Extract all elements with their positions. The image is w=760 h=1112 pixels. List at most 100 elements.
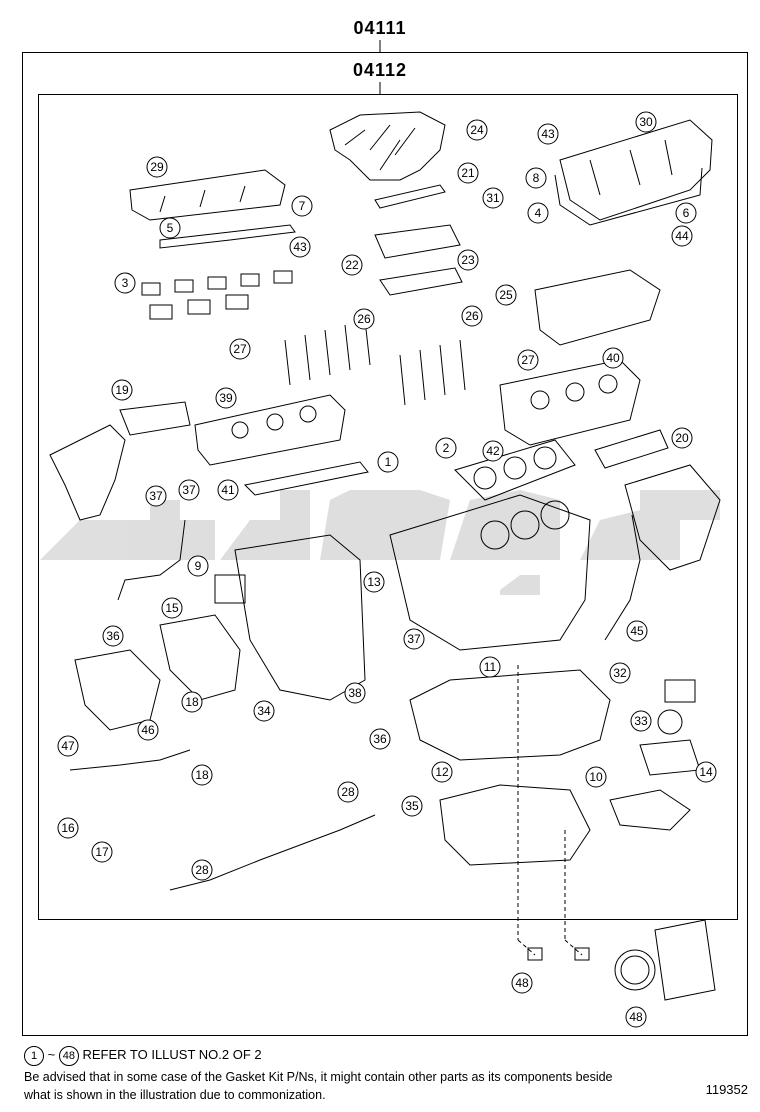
water-hose-45 (69, 749, 191, 771)
camshaft-caps (141, 270, 293, 320)
callout-29: 29 (146, 156, 168, 178)
callout-circle (495, 284, 517, 306)
callout-circle (511, 972, 533, 994)
callout-43: 43 (537, 123, 559, 145)
callout-24: 24 (466, 119, 488, 141)
callout-circle (229, 338, 251, 360)
callout-number: 37 (182, 483, 196, 497)
callout-45: 45 (626, 620, 648, 642)
callout-circle (369, 728, 391, 750)
head-gasket-2 (454, 439, 576, 501)
callout-circle (91, 841, 113, 863)
callout-number: 8 (533, 171, 540, 185)
callout-number: 38 (348, 686, 362, 700)
callout-22: 22 (341, 254, 363, 276)
callout-27: 27 (229, 338, 251, 360)
callout-circle (537, 123, 559, 145)
callout-circle (111, 379, 133, 401)
callout-43: 43 (289, 236, 311, 258)
callout-number: 28 (341, 785, 355, 799)
callout-number: 48 (629, 1010, 643, 1024)
callout-38: 38 (344, 682, 366, 704)
callout-11: 11 (479, 656, 501, 678)
callout-number: 37 (407, 632, 421, 646)
callout-15: 15 (161, 597, 183, 619)
callout-number: 13 (367, 575, 381, 589)
callout-number: 7 (299, 199, 306, 213)
callout-number: 1 (385, 455, 392, 469)
callout-number: 21 (461, 166, 475, 180)
intake-gasket-21 (374, 184, 446, 209)
callout-30: 30 (635, 111, 657, 133)
callout-10: 10 (585, 766, 607, 788)
inner-kit-part-number: 04112 (352, 60, 408, 80)
callout-circle (401, 795, 423, 817)
callout-18: 18 (181, 691, 203, 713)
callout-number: 30 (639, 115, 653, 129)
callout-number: 23 (461, 253, 475, 267)
exhaust-manifold-left (49, 401, 191, 521)
callout-36: 36 (369, 728, 391, 750)
callout-39: 39 (215, 387, 237, 409)
callout-number: 48 (515, 976, 529, 990)
callout-number: 27 (521, 353, 535, 367)
callout-number: 40 (606, 351, 620, 365)
callout-16: 16 (57, 817, 79, 839)
callout-circle (215, 387, 237, 409)
callout-number: 3 (122, 276, 129, 290)
callout-20: 20 (671, 427, 693, 449)
callout-47: 47 (57, 735, 79, 757)
callout-32: 32 (609, 662, 631, 684)
callout-31: 31 (482, 187, 504, 209)
callout-number: 26 (465, 309, 479, 323)
callout-circle (102, 625, 124, 647)
callout-circle (466, 119, 488, 141)
callout-number: 31 (486, 191, 500, 205)
callout-circle (217, 479, 239, 501)
callout-circle (625, 1006, 647, 1028)
callout-number: 20 (675, 431, 689, 445)
callout-circle (57, 735, 79, 757)
dipstick-tube-right (604, 514, 641, 641)
callout-circle (363, 571, 385, 593)
callout-circle (377, 451, 399, 473)
callout-circle (353, 308, 375, 330)
exhaust-manifold-right (624, 464, 721, 571)
callout-circle (403, 628, 425, 650)
cylinder-head-right (499, 359, 641, 446)
callout-number: 6 (683, 206, 690, 220)
callout-46: 46 (137, 719, 159, 741)
callout-28: 28 (337, 781, 359, 803)
water-pump (74, 649, 161, 731)
callout-number: 15 (165, 601, 179, 615)
intake-runner-right (534, 269, 661, 346)
inner-kit-frame (38, 94, 738, 920)
callout-number: 26 (357, 312, 371, 326)
footer-refer-note: 1 ~ 48 REFER TO ILLUST NO.2 OF 2 (24, 1046, 262, 1066)
gasket-strip-7 (159, 224, 296, 249)
exhaust-gasket-20 (594, 429, 669, 469)
callout-circle (114, 272, 136, 294)
callout-circle (137, 719, 159, 741)
callout-number: 34 (257, 704, 271, 718)
callout-number: 5 (167, 221, 174, 235)
callout-circle (435, 437, 457, 459)
callout-circle (181, 691, 203, 713)
valves-right (399, 339, 466, 406)
callout-circle (253, 700, 275, 722)
callout-circle (187, 555, 209, 577)
callout-25: 25 (495, 284, 517, 306)
callout-6: 6 (675, 202, 697, 224)
callout-number: 11 (484, 660, 497, 674)
callout-number: 36 (373, 732, 387, 746)
callout-circle (671, 225, 693, 247)
intake-runner-22 (374, 224, 461, 259)
callout-circle (671, 427, 693, 449)
callout-circle (626, 620, 648, 642)
callout-number: 2 (443, 441, 450, 455)
intake-gasket-23 (379, 267, 463, 296)
footer-advice: Be advised that in some case of the Gask… (24, 1070, 613, 1102)
callout-3: 3 (114, 272, 136, 294)
callout-number: 43 (541, 127, 555, 141)
